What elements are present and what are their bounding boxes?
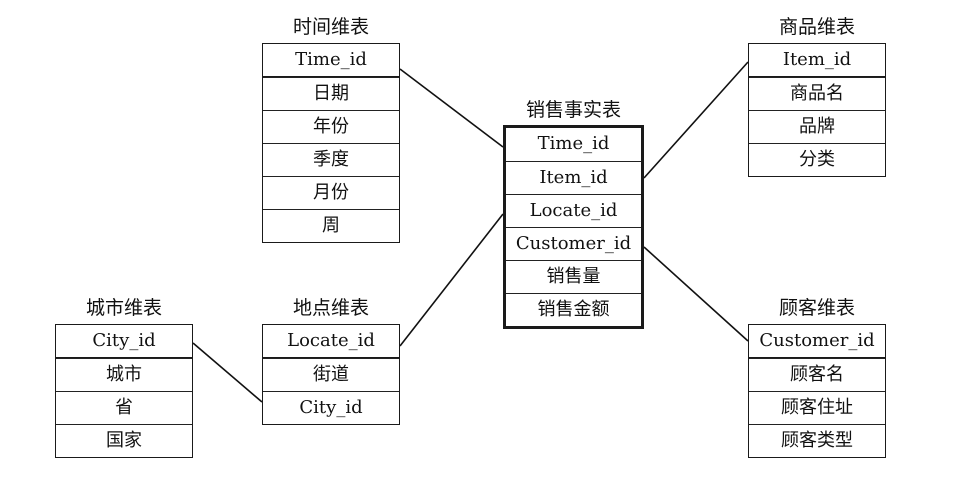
table-row: Customer_id <box>506 227 641 260</box>
link-location-fact <box>399 213 504 347</box>
table-row: 年份 <box>263 110 399 143</box>
table-row: 销售金额 <box>506 293 641 326</box>
table-row: 城市 <box>56 358 192 391</box>
link-customer-fact <box>643 246 749 342</box>
time-dimension-table: Time_id 日期 年份 季度 月份 周 <box>262 43 400 243</box>
time-dimension-title: 时间维表 <box>292 16 369 38</box>
item-dimension-table: Item_id 商品名 品牌 分类 <box>748 43 886 177</box>
link-time-fact <box>399 68 504 148</box>
table-row: City_id <box>56 325 192 358</box>
table-row: 季度 <box>263 143 399 176</box>
table-row: 国家 <box>56 424 192 457</box>
sales-fact-table: Time_id Item_id Locate_id Customer_id 销售… <box>503 125 644 329</box>
city-dimension-title: 城市维表 <box>85 297 162 319</box>
table-row: Item_id <box>749 44 885 77</box>
table-row: City_id <box>263 391 399 424</box>
table-row: Customer_id <box>749 325 885 358</box>
table-row: Locate_id <box>263 325 399 358</box>
city-dimension-table: City_id 城市 省 国家 <box>55 324 193 458</box>
table-row: Item_id <box>506 161 641 194</box>
location-dimension-title: 地点维表 <box>292 297 369 319</box>
customer-dimension-table: Customer_id 顾客名 顾客住址 顾客类型 <box>748 324 886 458</box>
table-row: 月份 <box>263 176 399 209</box>
table-row: 商品名 <box>749 77 885 110</box>
link-city-location <box>192 342 263 403</box>
table-row: 分类 <box>749 143 885 176</box>
table-row: 销售量 <box>506 260 641 293</box>
location-dimension-table: Locate_id 街道 City_id <box>262 324 400 425</box>
table-row: 品牌 <box>749 110 885 143</box>
table-row: 日期 <box>263 77 399 110</box>
link-item-fact <box>643 61 749 179</box>
table-row: 顾客名 <box>749 358 885 391</box>
table-row: Time_id <box>537 133 610 154</box>
table-row: Time_id <box>263 44 399 77</box>
item-dimension-title: 商品维表 <box>778 16 855 38</box>
sales-fact-title: 销售事实表 <box>525 99 621 121</box>
table-row: 省 <box>56 391 192 424</box>
table-row: Locate_id <box>506 194 641 227</box>
table-row: 顾客类型 <box>749 424 885 457</box>
table-row: 顾客住址 <box>749 391 885 424</box>
table-row: 周 <box>263 209 399 242</box>
table-row: 街道 <box>263 358 399 391</box>
customer-dimension-title: 顾客维表 <box>778 297 855 319</box>
